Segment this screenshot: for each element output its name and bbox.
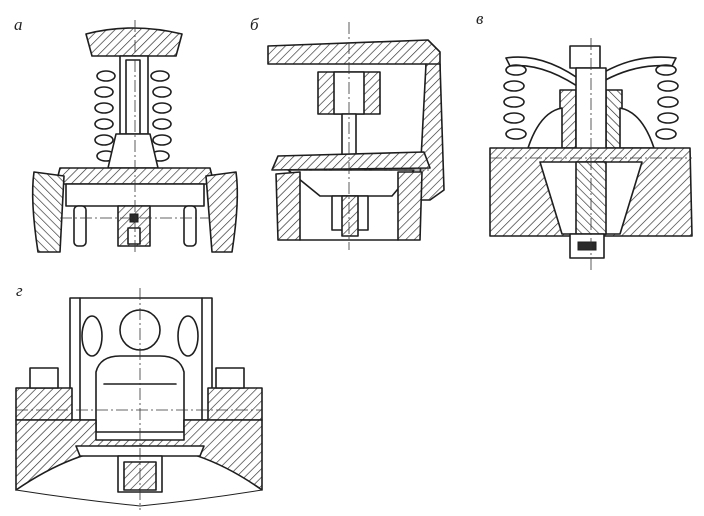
figure-b: б bbox=[250, 15, 445, 250]
label-b: б bbox=[250, 15, 259, 34]
figure-a-drawing bbox=[31, 20, 239, 255]
figure-a: а bbox=[14, 15, 239, 255]
label-g: г bbox=[16, 281, 23, 300]
figure-d-drawing bbox=[15, 288, 263, 510]
figure-d: г bbox=[15, 281, 263, 510]
figure-b-drawing bbox=[267, 22, 445, 250]
figure-c-drawing bbox=[489, 38, 693, 272]
figure-c: в bbox=[476, 9, 693, 272]
label-v: в bbox=[476, 9, 484, 28]
label-a: а bbox=[14, 15, 23, 34]
